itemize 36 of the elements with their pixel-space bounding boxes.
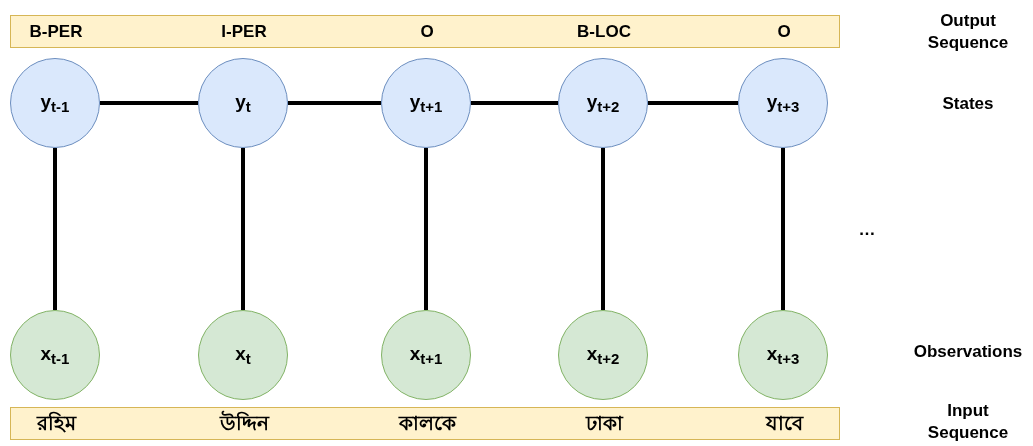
connector-line xyxy=(241,148,245,310)
node-label: x$_{t-1}$ xyxy=(40,343,70,367)
ellipsis: … xyxy=(858,218,876,241)
output-tag: O xyxy=(777,21,791,42)
row-label: Observations xyxy=(913,340,1023,363)
connector-line xyxy=(424,148,428,310)
row-label: Output Sequence xyxy=(927,9,1009,54)
node-label: x$_{t+1}$ xyxy=(409,343,443,367)
node-label: x$_{t}$ xyxy=(235,343,251,367)
input-word: উদ্দিন xyxy=(219,409,269,436)
input-word: রহিম xyxy=(36,409,76,436)
output-tag: B-LOC xyxy=(577,21,631,42)
output-tag: O xyxy=(420,21,434,42)
node-label: x$_{t+2}$ xyxy=(586,343,620,367)
connector-line xyxy=(601,148,605,310)
node-label: y$_{t}$ xyxy=(235,91,251,115)
node-label: y$_{t-1}$ xyxy=(40,91,70,115)
output-tag: B-PER xyxy=(29,21,83,42)
row-label: States xyxy=(942,92,994,115)
connector-line xyxy=(648,101,738,105)
connector-line xyxy=(781,148,785,310)
node-label: y$_{t+2}$ xyxy=(586,91,620,115)
input-word: কালকে xyxy=(398,409,456,436)
sequence-band xyxy=(10,407,840,440)
connector-line xyxy=(53,148,57,310)
node-label: x$_{t+3}$ xyxy=(766,343,800,367)
connector-line xyxy=(100,101,198,105)
node-label: y$_{t+3}$ xyxy=(766,91,800,115)
output-tag: I-PER xyxy=(221,21,267,42)
node-label: y$_{t+1}$ xyxy=(409,91,443,115)
input-word: যাবে xyxy=(765,409,803,436)
input-word: ঢাকা xyxy=(585,409,623,436)
sequence-band xyxy=(10,15,840,48)
row-label: Input Sequence xyxy=(927,399,1009,444)
connector-line xyxy=(288,101,381,105)
connector-line xyxy=(471,101,558,105)
